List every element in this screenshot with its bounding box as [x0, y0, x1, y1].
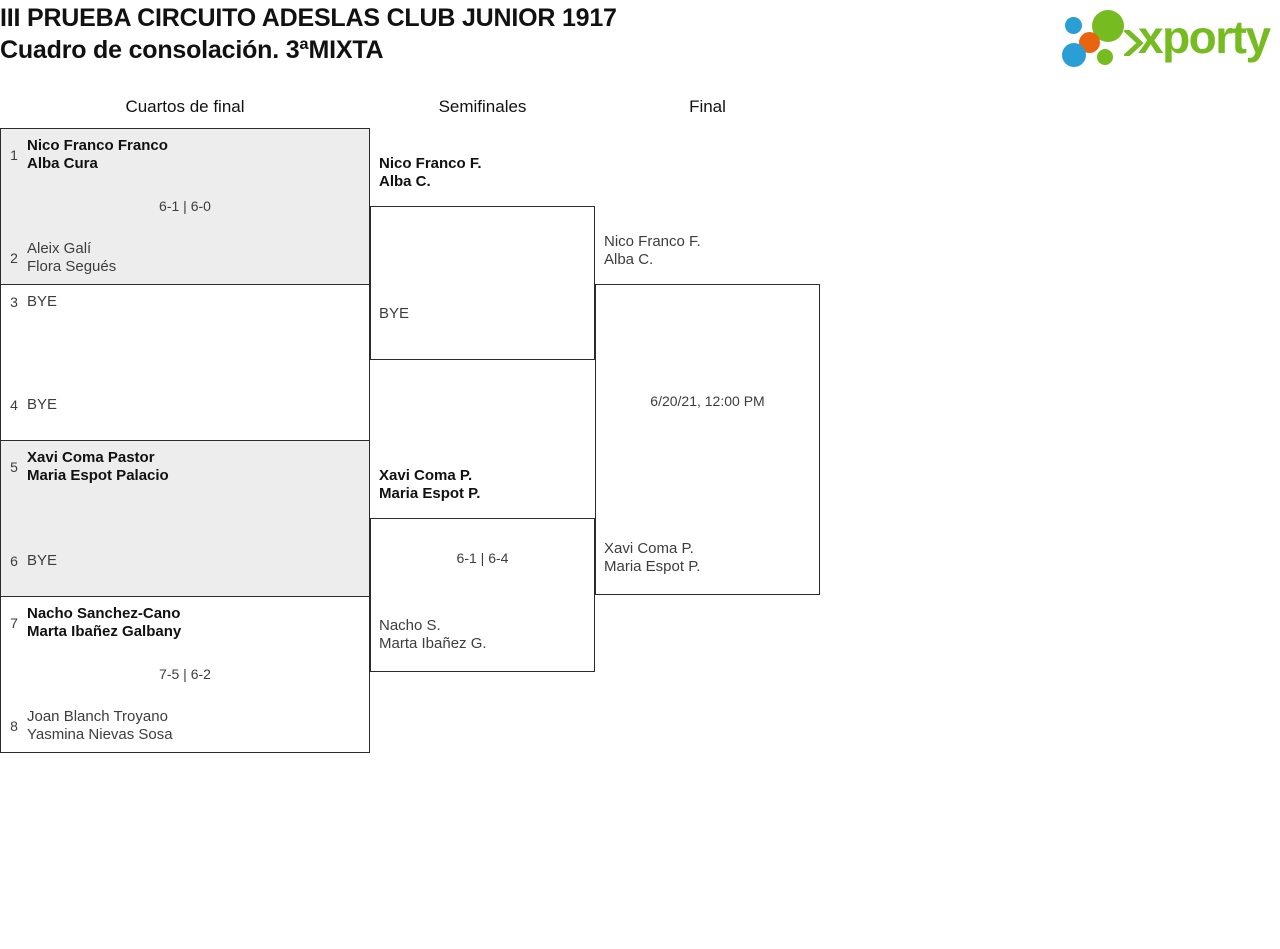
- round-header-semifinals: Semifinales: [438, 97, 527, 116]
- participant-name-1: Joan Blanch Troyano: [27, 708, 168, 725]
- match-quarterfinal-2[interactable]: 3 BYE 4 BYE: [0, 284, 370, 441]
- match-participant-bottom[interactable]: Xavi Coma P. Maria Espot P.: [604, 540, 700, 576]
- participant-name-2: Maria Espot P.: [604, 558, 701, 575]
- round-header-final: Final: [689, 97, 726, 116]
- participant-name-2: Alba C.: [604, 251, 654, 268]
- match-participant-top[interactable]: Xavi Coma P. Maria Espot P.: [379, 467, 480, 503]
- tournament-subtitle: Cuadro de consolación. 3ªMIXTA: [0, 36, 384, 64]
- tournament-title: III PRUEBA CIRCUITO ADESLAS CLUB JUNIOR …: [0, 4, 617, 32]
- match-score: 6-1 | 6-0: [159, 198, 211, 214]
- match-participant-bottom[interactable]: 8 Joan Blanch Troyano Yasmina Nievas Sos…: [1, 708, 369, 744]
- match-participant-top[interactable]: 5 Xavi Coma Pastor Maria Espot Palacio: [1, 449, 369, 485]
- match-score: 7-5 | 6-2: [159, 666, 211, 682]
- participant-name-1: Nico Franco F.: [604, 233, 701, 250]
- participant-name-2: Marta Ibañez Galbany: [27, 623, 182, 640]
- match-participant-bottom[interactable]: 2 Aleix Galí Flora Segués: [1, 240, 369, 276]
- participant-name-2: Marta Ibañez G.: [379, 635, 487, 652]
- seed-number: 6: [10, 553, 18, 569]
- logo-dot-orange: [1079, 32, 1100, 53]
- seed-number: 5: [10, 459, 18, 475]
- match-semifinal-1[interactable]: Nico Franco F. Alba C. BYE: [370, 155, 595, 360]
- participant-name-2: Alba Cura: [27, 155, 98, 172]
- seed-number: 8: [10, 718, 18, 734]
- participant-name-1: Nico Franco F.: [379, 155, 482, 172]
- participant-names: Joan Blanch Troyano Yasmina Nievas Sosa: [27, 708, 369, 744]
- participant-name-1: BYE: [27, 552, 58, 569]
- logo-dot-green-small: [1097, 49, 1113, 65]
- match-participant-top[interactable]: Nico Franco F. Alba C.: [604, 233, 701, 269]
- participant-names: Nacho Sanchez-Cano Marta Ibañez Galbany: [27, 605, 369, 641]
- match-participant-bottom[interactable]: BYE: [379, 305, 409, 323]
- match-participant-top[interactable]: 7 Nacho Sanchez-Cano Marta Ibañez Galban…: [1, 605, 369, 641]
- participant-name-2: Flora Segués: [27, 258, 117, 275]
- match-quarterfinal-3[interactable]: 5 Xavi Coma Pastor Maria Espot Palacio 6…: [0, 440, 370, 597]
- participant-name-1: Nacho Sanchez-Cano: [27, 605, 181, 622]
- participant-name-1: Xavi Coma P.: [379, 467, 473, 484]
- match-participant-bottom[interactable]: Nacho S. Marta Ibañez G.: [379, 617, 487, 653]
- chevron-right-icon: [1124, 30, 1144, 56]
- logo-dots-icon: [1062, 8, 1144, 67]
- page-title: III PRUEBA CIRCUITO ADESLAS CLUB JUNIOR …: [0, 2, 900, 66]
- participant-name-1: Xavi Coma P.: [604, 540, 694, 557]
- participant-name-1: Aleix Galí: [27, 240, 92, 257]
- participant-names: BYE: [27, 552, 369, 570]
- participant-name-1: Nacho S.: [379, 617, 441, 634]
- seed-number: 4: [10, 397, 18, 413]
- participant-name-2: Maria Espot P.: [379, 485, 481, 502]
- logo-wordmark: xporty: [1138, 11, 1271, 63]
- match-quarterfinal-1[interactable]: 1 Nico Franco Franco Alba Cura 6-1 | 6-0…: [0, 128, 370, 285]
- participant-names: Nico Franco Franco Alba Cura: [27, 137, 369, 173]
- participant-name-2: Yasmina Nievas Sosa: [27, 726, 173, 743]
- seed-number: 7: [10, 615, 18, 631]
- participant-name-1: BYE: [379, 305, 410, 322]
- participant-name-2: Alba C.: [379, 173, 431, 190]
- match-schedule: 6/20/21, 12:00 PM: [650, 393, 765, 409]
- match-participant-bottom[interactable]: 4 BYE: [1, 396, 369, 414]
- match-participant-top[interactable]: 1 Nico Franco Franco Alba Cura: [1, 137, 369, 173]
- participant-names: BYE: [27, 396, 369, 414]
- participant-name-2: Maria Espot Palacio: [27, 467, 169, 484]
- participant-name-1: Nico Franco Franco: [27, 137, 168, 154]
- logo-dot-blue-large: [1062, 43, 1086, 67]
- match-participant-bottom[interactable]: 6 BYE: [1, 552, 369, 570]
- seed-number: 3: [10, 294, 18, 310]
- participant-names: BYE: [27, 293, 369, 311]
- seed-number: 2: [10, 250, 18, 266]
- round-header-quarterfinals: Cuartos de final: [125, 97, 245, 116]
- participant-names: Xavi Coma Pastor Maria Espot Palacio: [27, 449, 369, 485]
- xporty-logo[interactable]: xporty: [1052, 6, 1274, 68]
- participant-name-1: BYE: [27, 293, 58, 310]
- match-semifinal-2[interactable]: Xavi Coma P. Maria Espot P. 6-1 | 6-4 Na…: [370, 467, 595, 672]
- match-quarterfinal-4[interactable]: 7 Nacho Sanchez-Cano Marta Ibañez Galban…: [0, 596, 370, 753]
- seed-number: 1: [10, 147, 18, 163]
- match-score: 6-1 | 6-4: [456, 550, 509, 566]
- match-final[interactable]: Nico Franco F. Alba C. 6/20/21, 12:00 PM…: [595, 233, 820, 595]
- logo-dot-blue-small: [1065, 17, 1082, 34]
- participant-name-1: BYE: [27, 396, 58, 413]
- participant-name-1: Xavi Coma Pastor: [27, 449, 155, 466]
- match-participant-top[interactable]: Nico Franco F. Alba C.: [379, 155, 482, 191]
- match-participant-top[interactable]: 3 BYE: [1, 293, 369, 311]
- participant-names: Aleix Galí Flora Segués: [27, 240, 369, 276]
